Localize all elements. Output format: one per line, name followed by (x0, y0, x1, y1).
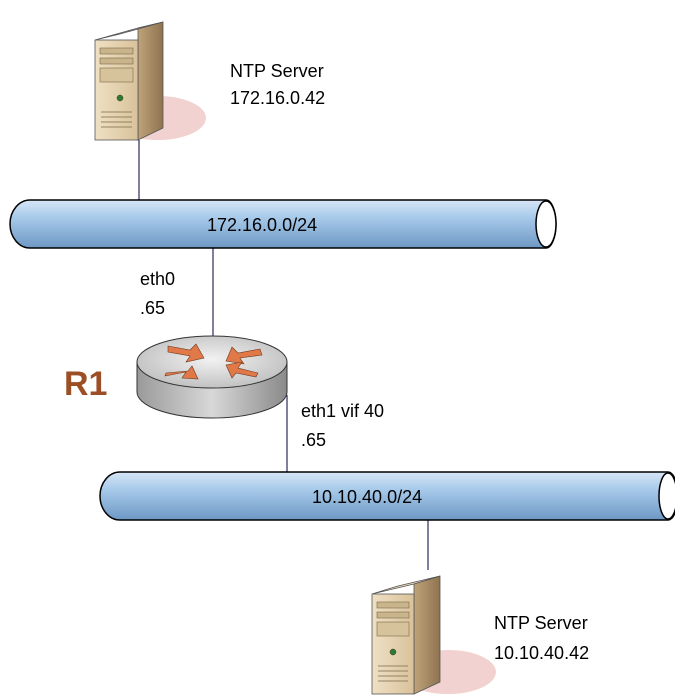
server-bottom-ip: 10.10.40.42 (494, 643, 589, 663)
router-if-bottom-addr: .65 (301, 430, 326, 450)
server-bottom-name: NTP Server (494, 613, 588, 633)
server-top-ip: 172.16.0.42 (230, 88, 325, 108)
router-icon (136, 335, 288, 419)
network-top-label: 172.16.0.0/24 (207, 215, 317, 235)
router-name: R1 (64, 365, 107, 403)
server-tower-icon (94, 21, 206, 141)
router-if-top-addr: .65 (140, 298, 165, 318)
server-tower-icon (371, 575, 496, 695)
router-if-top-name: eth0 (140, 269, 175, 289)
network-bottom-label: 10.10.40.0/24 (312, 487, 422, 507)
router-if-bottom-name: eth1 vif 40 (301, 401, 384, 421)
network-segment-top: 172.16.0.0/24 (9, 199, 557, 249)
network-segment-bottom: 10.10.40.0/24 (99, 471, 675, 521)
server-top-name: NTP Server (230, 61, 324, 81)
